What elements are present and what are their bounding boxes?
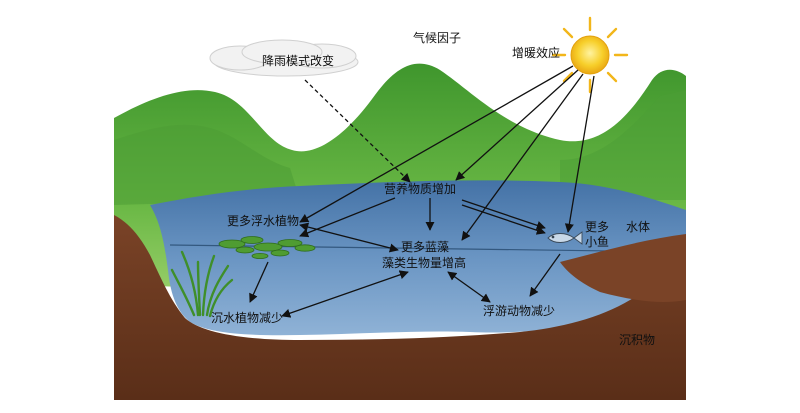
arrow-sun-to-floating bbox=[299, 65, 574, 223]
floating-plant-icon bbox=[218, 236, 316, 259]
label-water-body: 水体 bbox=[626, 220, 651, 234]
label-more-small-fish-line2: 小鱼 bbox=[585, 235, 610, 249]
sun-icon bbox=[551, 16, 629, 94]
sediment-soil bbox=[114, 215, 686, 400]
submerged-grass-icon bbox=[170, 250, 234, 318]
label-climate-factors: 气候因子 bbox=[413, 31, 462, 45]
arrows bbox=[249, 65, 595, 318]
label-more-cyanobacteria: 更多蓝藻 bbox=[401, 240, 450, 254]
label-rainfall-change: 降雨模式改变 bbox=[262, 54, 335, 68]
fish-icon bbox=[547, 231, 583, 245]
arrow-sun-to-nutrients bbox=[455, 69, 579, 181]
arrow-nutrients-to-fish-2 bbox=[461, 204, 546, 235]
label-less-submerged-plants: 沉水植物减少 bbox=[211, 311, 284, 325]
sediment-soil-right-bank bbox=[560, 234, 686, 303]
green-hills-shade-right bbox=[560, 90, 686, 200]
arrow-rain-to-nutrients bbox=[304, 79, 411, 183]
label-less-zooplankton: 浮游动物减少 bbox=[483, 304, 556, 318]
label-greenhouse-effect: 增暖效应 bbox=[512, 46, 561, 60]
label-algal-biomass: 藻类生物量增高 bbox=[382, 256, 467, 270]
label-sediment: 沉积物 bbox=[619, 333, 656, 347]
arrow-floating-to-submerged bbox=[249, 261, 269, 303]
arrow-zooplankton-cyano bbox=[447, 271, 491, 303]
arrow-sun-to-fish bbox=[564, 75, 595, 233]
arrow-floating-cyano bbox=[299, 222, 399, 253]
arrow-nutrients-to-fish-1 bbox=[461, 199, 546, 230]
label-more-nutrients: 营养物质增加 bbox=[384, 182, 457, 196]
arrow-fish-to-zooplankton bbox=[529, 253, 561, 297]
green-hills-shade bbox=[114, 124, 300, 205]
arrow-submerged-cyano bbox=[281, 270, 409, 318]
label-more-small-fish-line1: 更多 bbox=[585, 220, 610, 234]
label-more-floating-plants: 更多浮水植物 bbox=[227, 214, 300, 228]
cloud-icon bbox=[209, 39, 359, 77]
